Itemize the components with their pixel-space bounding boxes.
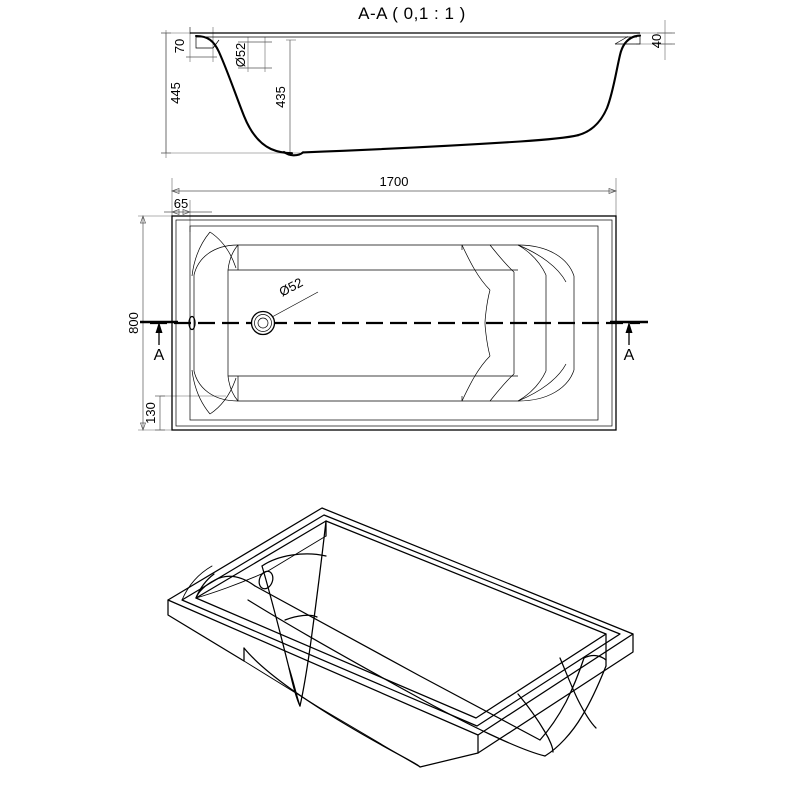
iso-backrest-left (261, 565, 301, 707)
drain-leader-line (271, 291, 319, 318)
dim-overall-width: 800 (126, 312, 141, 334)
iso-skirt-right (477, 633, 634, 754)
iso-skirt-bottom-edge (419, 752, 479, 768)
isometric-view (167, 507, 634, 768)
iso-floor-far-edge (254, 585, 541, 741)
section-label-left: A (154, 347, 165, 364)
iso-foot-blend-join (583, 654, 607, 661)
iso-rim-outer (167, 507, 634, 736)
dim-overall-height: 445 (168, 82, 183, 104)
dim-inner-depth: 435 (273, 86, 288, 108)
iso-front-wall (243, 647, 421, 768)
iso-rim-inner (181, 514, 621, 727)
dim-end-offset: 130 (143, 402, 158, 424)
section-profile (190, 32, 642, 157)
iso-left-corner-fillet (195, 573, 215, 599)
section-mark-right: A (610, 320, 648, 364)
iso-floor-near-edge (247, 599, 546, 757)
iso-backrest-right (299, 520, 327, 707)
iso-foot-blend-b (544, 665, 607, 757)
iso-backrest-mid-contour (284, 614, 318, 621)
plan-basin (191, 231, 575, 415)
iso-skirt-left (167, 599, 245, 662)
dim-overall-length: 1700 (380, 174, 409, 189)
plan-view: Ø52 A A 1700 65 800 130 (126, 174, 648, 432)
iso-left-corner-fillet-outer (181, 565, 213, 601)
drain-outlet (250, 310, 276, 336)
iso-head-blend-b (214, 575, 256, 587)
section-mark-left: A (140, 320, 178, 364)
dim-drain-diameter: Ø52 (277, 275, 306, 300)
dim-rim-width: 65 (174, 196, 188, 211)
iso-foot-rib-1 (517, 693, 554, 753)
section-label-right: A (624, 347, 635, 364)
iso-backrest-tail (288, 667, 301, 707)
overflow-mark (188, 315, 196, 331)
dim-overflow-diameter: Ø52 (233, 43, 248, 68)
iso-backrest-top (261, 553, 327, 567)
iso-foot-rib-2 (559, 657, 597, 729)
dim-right-rim-height: 40 (649, 34, 664, 48)
drawing-title: A-A ( 0,1 : 1 ) (358, 4, 466, 23)
section-dimension-lines (161, 20, 675, 158)
iso-foot-blend-a (539, 657, 585, 741)
dim-rim-lip-width: 70 (172, 39, 187, 53)
section-view-a-a: 445 70 Ø52 435 40 (161, 20, 675, 158)
iso-drain-hole (258, 570, 274, 590)
